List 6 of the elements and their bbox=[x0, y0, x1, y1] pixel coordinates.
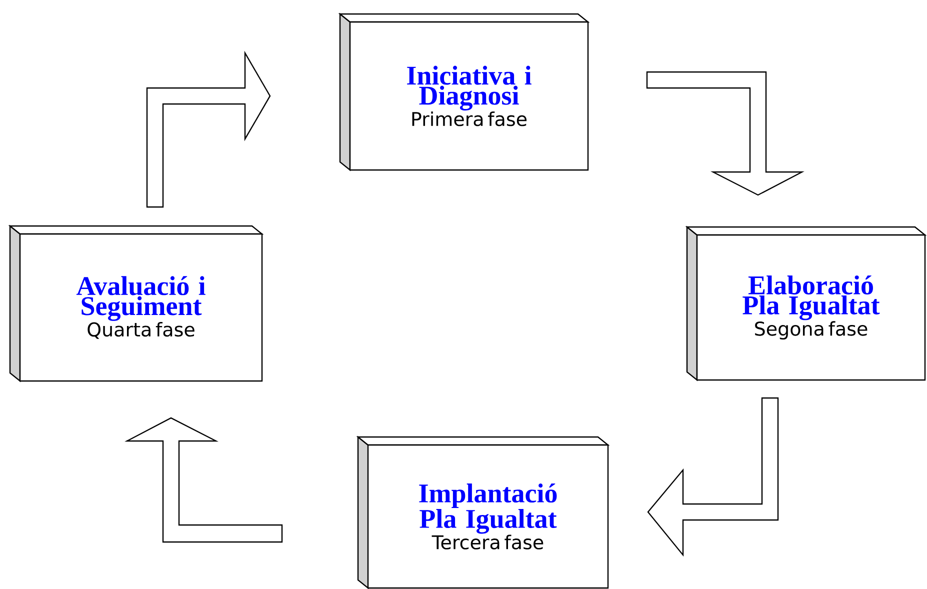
node-label: Implantació Pla Igualtat bbox=[419, 484, 557, 534]
node-label: Tercera fase bbox=[432, 534, 544, 550]
block-arrow bbox=[647, 397, 779, 557]
block-arrow bbox=[124, 417, 283, 543]
block-arrow bbox=[646, 71, 804, 196]
block-arrow bbox=[146, 50, 271, 208]
